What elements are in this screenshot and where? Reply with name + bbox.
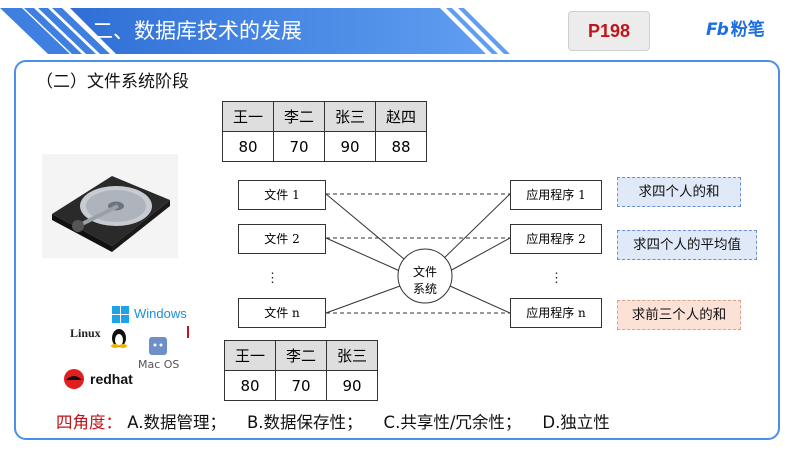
four-angles-line: 四角度： A.数据管理； B.数据保存性； C.共享性/冗余性； D.独立性 <box>56 411 610 435</box>
four-angles-heading: 四角度： <box>56 413 122 432</box>
file-system-diagram: 文件 1 文件 2 文件 n ⋮ 应用程序 1 应用程序 2 应用程序 n ⋮ … <box>230 168 610 328</box>
angle-d: D.独立性 <box>542 413 610 432</box>
angle-b: B.数据保存性； <box>246 413 363 432</box>
table-cell: 70 <box>273 131 325 162</box>
table-header-cell: 张三 <box>326 340 378 371</box>
macos-label: Mac OS <box>138 358 180 371</box>
table-cell: 80 <box>222 131 274 162</box>
macos-icon <box>149 337 167 355</box>
note-average-four: 求四个人的平均值 <box>617 230 757 260</box>
angle-a: A.数据管理； <box>127 413 226 432</box>
file-n-box: 文件 n <box>238 298 326 328</box>
app-ellipsis: ⋮ <box>550 271 563 286</box>
angle-c: C.共享性/冗余性； <box>383 413 522 432</box>
table-header-cell: 李二 <box>275 340 327 371</box>
file-1-box: 文件 1 <box>238 180 326 210</box>
brand-mark: Fb <box>706 20 729 40</box>
logo-fragment-icon <box>187 326 189 338</box>
note-sum-four: 求四个人的和 <box>617 177 741 207</box>
table-header-cell: 王一 <box>224 340 276 371</box>
score-table-four: 王一 李二 张三 赵四 80 70 90 88 <box>222 101 427 162</box>
app-2-box: 应用程序 2 <box>510 224 602 254</box>
table-cell: 80 <box>224 370 276 401</box>
table-cell: 90 <box>326 370 378 401</box>
file-ellipsis: ⋮ <box>266 271 279 286</box>
file-system-label-line1: 文件 <box>412 265 437 279</box>
app-1-box: 应用程序 1 <box>510 180 602 210</box>
file-system-node: 文件 系统 <box>402 264 448 298</box>
table-cell: 90 <box>324 131 376 162</box>
table-header-cell: 李二 <box>273 101 325 132</box>
table-header-cell: 张三 <box>324 101 376 132</box>
linux-label: Linux <box>70 326 101 340</box>
header-bar <box>0 8 510 54</box>
section-title: （二）文件系统阶段 <box>36 72 189 92</box>
brand-name: 粉笔 <box>730 20 765 40</box>
windows-icon <box>112 306 129 323</box>
file-system-label-line2: 系统 <box>412 282 437 296</box>
note-sum-first-three: 求前三个人的和 <box>617 300 741 330</box>
page-number-badge: P198 <box>568 11 650 51</box>
redhat-icon <box>64 369 84 389</box>
score-table-three: 王一 李二 张三 80 70 90 <box>224 340 378 401</box>
diagram-connectors <box>325 193 511 314</box>
table-cell: 70 <box>275 370 327 401</box>
table-header-cell: 赵四 <box>375 101 427 132</box>
windows-label: Windows <box>134 306 187 321</box>
hard-disk-image <box>42 154 178 258</box>
page-title: 二、数据库技术的发展 <box>92 19 302 43</box>
os-logos: Windows Linux Mac OS redhat <box>60 298 200 394</box>
app-n-box: 应用程序 n <box>510 298 602 328</box>
redhat-label: redhat <box>90 371 133 387</box>
table-header-cell: 王一 <box>222 101 274 132</box>
table-cell: 88 <box>375 131 427 162</box>
linux-penguin-icon <box>111 329 127 348</box>
file-2-box: 文件 2 <box>238 224 326 254</box>
